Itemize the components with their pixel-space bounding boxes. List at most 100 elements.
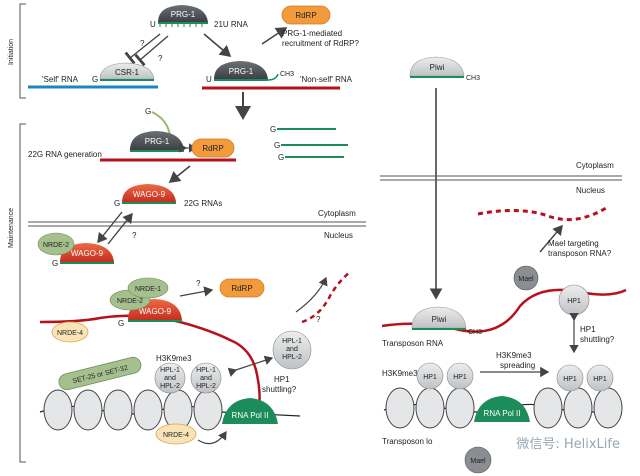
hpl-free-line1: HPL-1 bbox=[282, 338, 302, 345]
hp1-shuttling-right-2: shuttling? bbox=[580, 335, 615, 344]
transposon-locus-label: Transposon lo bbox=[382, 437, 433, 446]
question-mark-1: ? bbox=[140, 39, 145, 48]
nrde4-b-label: NRDE-4 bbox=[163, 432, 189, 439]
wago9-b-label: WAGO-9 bbox=[71, 249, 104, 258]
hpl-b-line3: HPL-2 bbox=[196, 383, 216, 390]
nucleosome-group-left bbox=[43, 389, 223, 431]
h3k9me3-right-label: H3K9me3 bbox=[382, 369, 418, 378]
free-22g-rnas: G G G bbox=[270, 125, 348, 162]
cytoplasm-right-label: Cytoplasm bbox=[576, 161, 614, 170]
rdrp-top-label: RdRP bbox=[295, 11, 316, 20]
rna-22g-label: 22G RNAs bbox=[184, 199, 222, 208]
prg1-maint-label: PRG-1 bbox=[145, 137, 170, 146]
hpl-free-line2: and bbox=[286, 346, 298, 353]
hp1-shuttling-right-1: HP1 bbox=[580, 325, 596, 334]
nrde4-label: NRDE-4 bbox=[57, 330, 83, 337]
g-nrde-label: G bbox=[52, 259, 58, 268]
recruit-label-line2: recruitment of RdRP? bbox=[282, 39, 359, 48]
g-free-2: G bbox=[274, 141, 280, 150]
g-hook-label: G bbox=[145, 107, 151, 116]
chromatin-right: H3K9me3 HP1 HP1 HP1 HP1 H3K9me3 spreadin… bbox=[382, 351, 623, 474]
rdrp-nuclear: ? RdRP bbox=[179, 278, 265, 298]
g-free-1: G bbox=[270, 125, 276, 134]
chromatin-left: SET-25 or SET-32 H3K9me3 HPL-1 and HPL-2… bbox=[39, 354, 301, 445]
mael-label: Mael bbox=[518, 276, 534, 283]
import-arrows: ? bbox=[97, 211, 137, 245]
nascent-transcript bbox=[39, 314, 277, 420]
rdrp-top: RdRP PRG-1-mediated recruitment of RdRP? bbox=[281, 5, 359, 48]
h3k9me3-left-label: H3K9me3 bbox=[156, 354, 192, 363]
cytoplasm-left-label: Cytoplasm bbox=[318, 209, 356, 218]
nuclear-envelope-right: Cytoplasm Nucleus bbox=[380, 161, 622, 195]
initiation-arrows: ? ? bbox=[124, 27, 288, 120]
mael-targeting-line2: transposon RNA? bbox=[548, 249, 612, 258]
ch3-right-label: CH3 bbox=[468, 329, 482, 336]
wago9-complex: WAGO-9 G 22G RNAs bbox=[114, 184, 222, 208]
prg1-top-label: PRG-1 bbox=[171, 10, 196, 19]
rna-21u-label: 21U RNA bbox=[214, 20, 248, 29]
nuclear-envelope-left: Cytoplasm Nucleus bbox=[28, 209, 366, 240]
prg1-mid-label: PRG-1 bbox=[229, 67, 254, 76]
hpl-b-line1: HPL-1 bbox=[196, 367, 216, 374]
g-wago-label: G bbox=[114, 199, 120, 208]
pol2-right-label: RNA Pol II bbox=[484, 409, 521, 418]
wago9-label: WAGO-9 bbox=[133, 190, 166, 199]
right-transcript-complex: Mael HP1 HP1 shuttling? Piwi CH3 Transpo… bbox=[381, 265, 627, 354]
hpl-free-line3: HPL-2 bbox=[282, 354, 302, 361]
g-c-label: G bbox=[118, 319, 124, 328]
csr1-complex: CSR-1 G 'Self' RNA bbox=[28, 62, 158, 89]
nuclear-rnai-complex: WAGO-9 NRDE-2 NRDE-1 G NRDE-4 bbox=[39, 277, 277, 420]
hpl-question: ? bbox=[316, 315, 321, 324]
hpl-free: HPL-1 and HPL-2 HP1 shuttling? bbox=[227, 330, 312, 394]
hpl-a-line3: HPL-2 bbox=[160, 383, 180, 390]
hp1-c-label: HP1 bbox=[563, 376, 577, 383]
h3k9-spread-line1: H3K9me3 bbox=[496, 351, 532, 360]
mael-targeting: Mael targeting transposon RNA? bbox=[477, 206, 612, 258]
hp1-a-label: HP1 bbox=[423, 374, 437, 381]
side-bracket-initiation: Initiation bbox=[8, 3, 26, 99]
hp1-shuttling-left-1: HP1 bbox=[274, 375, 290, 384]
nrde1-label: NRDE-1 bbox=[135, 286, 161, 293]
h3k9-spread-line2: spreading bbox=[500, 361, 535, 370]
ch3-top-label: CH3 bbox=[466, 75, 480, 82]
nonself-rna-label: 'Non-self' RNA bbox=[300, 75, 353, 84]
hpl-b-line2: and bbox=[200, 375, 212, 382]
recruit-label-line1: PRG-1-mediated bbox=[282, 29, 342, 38]
rna-generation-complex: G PRG-1 22G RNA generation RdRP bbox=[28, 107, 236, 162]
nrde2-label: NRDE-2 bbox=[43, 242, 69, 249]
nucleus-right-label: Nucleus bbox=[576, 186, 605, 195]
hp1-b-label: HP1 bbox=[453, 374, 467, 381]
u-top-label: U bbox=[150, 20, 156, 29]
ch3-mid-label: CH3 bbox=[280, 71, 294, 78]
g-csr-label: G bbox=[92, 75, 98, 84]
rna-gen-label: 22G RNA generation bbox=[28, 150, 102, 159]
import-question: ? bbox=[132, 231, 137, 240]
prg1-top-complex: PRG-1 U 21U RNA bbox=[150, 5, 248, 29]
initiation-label: Initiation bbox=[8, 39, 15, 65]
transposon-rna-label: Transposon RNA bbox=[382, 339, 444, 348]
rdrp-maint-label: RdRP bbox=[202, 144, 223, 153]
g-free-3: G bbox=[278, 153, 284, 162]
hp1-d-label: HP1 bbox=[593, 376, 607, 383]
hpl-a-line1: HPL-1 bbox=[160, 367, 180, 374]
wago9-c-label: WAGO-9 bbox=[139, 307, 172, 316]
hp1-shuttling-left-2: shuttling? bbox=[262, 385, 297, 394]
hpl-a-line2: and bbox=[164, 375, 176, 382]
watermark: 微信号: HelixLife bbox=[516, 437, 620, 452]
piwi-top-complex: Piwi CH3 bbox=[409, 56, 480, 300]
nrde2-c-label: NRDE-2 bbox=[117, 298, 143, 305]
mael-b-label: Mael bbox=[470, 458, 486, 465]
rdrp-question: ? bbox=[196, 279, 201, 288]
pol2-left-label: RNA Pol II bbox=[232, 411, 269, 420]
piwi-top-label: Piwi bbox=[430, 63, 445, 72]
rdrp-b-label: RdRP bbox=[231, 284, 252, 293]
question-mark-2: ? bbox=[158, 54, 163, 63]
nucleus-left-label: Nucleus bbox=[324, 231, 353, 240]
side-bracket-maintenance: Maintenance bbox=[8, 123, 26, 463]
maintenance-label: Maintenance bbox=[8, 208, 15, 248]
hp1-right-label: HP1 bbox=[567, 298, 581, 305]
prg1-mid-complex: PRG-1 U CH3 'Non-self' RNA bbox=[202, 61, 353, 90]
piwi-right-label: Piwi bbox=[432, 315, 447, 324]
csr1-label: CSR-1 bbox=[115, 68, 140, 77]
